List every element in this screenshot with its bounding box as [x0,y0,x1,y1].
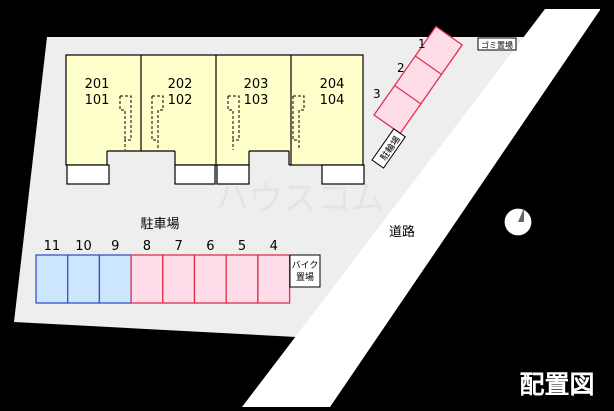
parking-label: 駐車場 [140,217,179,232]
parking-space-4 [257,254,291,304]
apartment-building: 201 101 202 102 203 103 204 104 [65,54,365,185]
unit-lower-3: 103 [244,93,269,108]
bike-parking-label-line1: バイク [292,260,319,271]
unit-upper-1: 201 [85,77,110,92]
watermark: ハウスコム [215,179,385,219]
angled-space-3: 3 [373,87,381,101]
angled-space-2: 2 [397,61,405,75]
parking-space-number-6: 6 [206,239,214,254]
parking-space-7 [162,254,196,304]
parking-row: 11 10 9 8 7 6 5 4 [35,239,291,304]
unit-lower-2: 102 [168,93,193,108]
unit-lower-1: 101 [85,93,110,108]
bike-parking-box [289,254,321,288]
garbage-area-label: ゴミ置場 [481,40,513,50]
parking-space-9 [98,254,132,304]
plan-title: 配置図 [519,370,594,399]
bicycle-parking [371,128,406,169]
parking-space-number-10: 10 [75,239,92,254]
parking-space-8 [130,254,164,304]
road-label: 道路 [389,224,415,240]
title-badge [503,359,614,407]
parking-space-number-5: 5 [238,239,246,254]
parking-space-number-7: 7 [175,239,183,254]
unit-upper-2: 202 [168,77,193,92]
garbage-area-box [477,37,517,51]
angled-parking [373,25,464,135]
parking-space-number-8: 8 [143,239,151,254]
parking-space-number-9: 9 [111,239,119,254]
parking-space-11 [35,254,69,304]
angled-space-1: 1 [418,37,426,51]
parking-space-number-11: 11 [44,239,61,254]
unit-upper-3: 203 [244,77,269,92]
unit-lower-4: 104 [320,93,345,108]
parking-space-10 [67,254,101,304]
parking-space-5 [225,254,259,304]
bike-parking-label-line2: 置場 [296,271,314,283]
unit-upper-4: 204 [320,77,345,92]
compass-icon [503,207,533,237]
parking-space-6 [193,254,227,304]
compass-letter: N [531,202,538,212]
parking-space-number-4: 4 [270,239,278,254]
road [242,9,600,407]
